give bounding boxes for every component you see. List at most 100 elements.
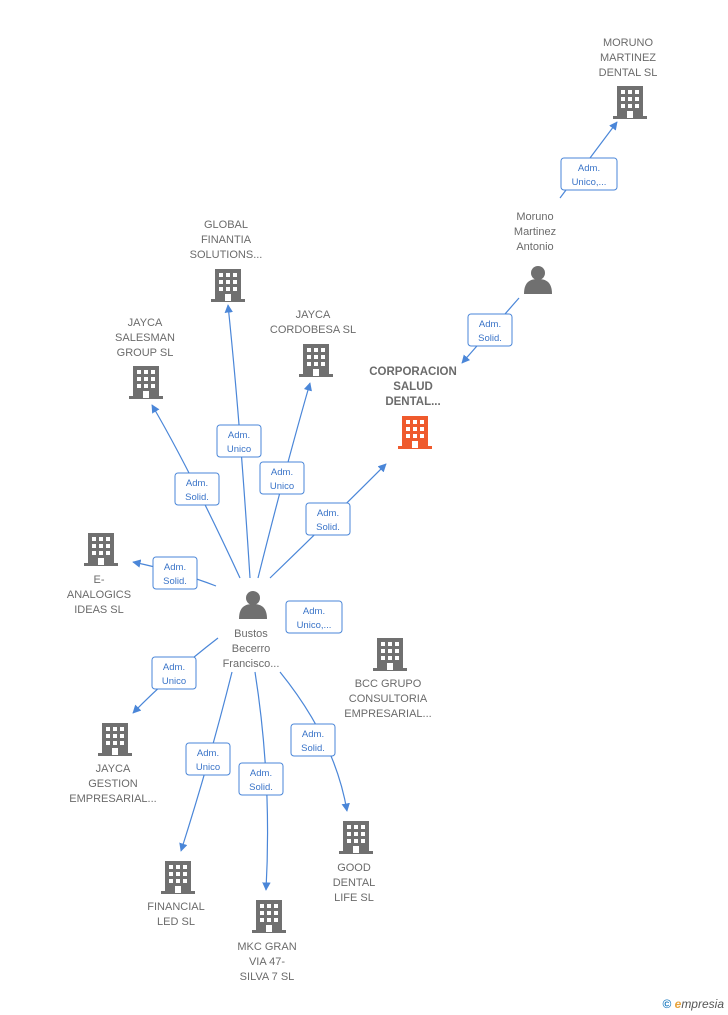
edge-role-box[interactable]: Adm. Unico,... — [285, 600, 343, 634]
edge-role-box[interactable]: Adm. Solid. — [290, 723, 336, 757]
edge-role-box[interactable]: Adm. Solid. — [152, 556, 198, 590]
edge-role-box[interactable]: Adm. Solid. — [238, 762, 284, 796]
node-jayca-gestion[interactable]: JAYCA GESTION EMPRESARIAL... — [69, 723, 157, 805]
node-label: Moruno — [516, 211, 553, 223]
edge-role-box[interactable]: Adm. Solid. — [467, 313, 513, 347]
node-label: GOOD — [337, 862, 371, 874]
edge-role-text: Adm. — [228, 430, 250, 441]
edge-role-text: Unico — [196, 762, 220, 773]
edge-role-text: Adm. — [250, 768, 272, 779]
node-global-finantia[interactable]: GLOBAL FINANTIA SOLUTIONS... — [190, 219, 263, 302]
brand-name: mpresia — [681, 997, 724, 1011]
edge-role-text: Solid. — [478, 333, 502, 344]
node-label: JAYCA — [128, 317, 163, 329]
edge-role-text: Unico,... — [572, 177, 607, 188]
edge-role-text: Adm. — [479, 319, 501, 330]
edge-role-text: Adm. — [197, 748, 219, 759]
edge-role-text: Adm. — [271, 467, 293, 478]
node-label: LIFE SL — [334, 892, 374, 904]
node-bustos[interactable]: BustosBecerroFrancisco... — [223, 591, 280, 670]
edge-role-box[interactable]: Adm. Unico — [185, 742, 231, 776]
node-label: DENTAL SL — [599, 67, 658, 79]
edge-labels-layer: Adm.Unico,...Adm.Solid.Adm.UnicoAdm.Soli… — [151, 157, 618, 796]
empresia-logo[interactable]: © empresia — [662, 997, 724, 1011]
node-label: EMPRESARIAL... — [69, 793, 156, 805]
building-icon — [613, 86, 647, 119]
building-icon — [299, 344, 333, 377]
node-moruno-dental[interactable]: MORUNO MARTINEZ DENTAL SL — [599, 37, 658, 119]
node-good-dental[interactable]: GOOD DENTAL LIFE SL — [333, 821, 376, 904]
node-label: Bustos — [234, 628, 268, 640]
node-label: MKC GRAN — [237, 941, 296, 953]
edge-role-box[interactable]: Adm. Unico — [259, 461, 305, 495]
node-label: GESTION — [88, 778, 138, 790]
edge-role-text: Solid. — [301, 743, 325, 754]
building-icon — [161, 861, 195, 894]
building-icon — [98, 723, 132, 756]
building-icon — [129, 366, 163, 399]
node-label: FINANCIAL — [147, 901, 204, 913]
node-label: ANALOGICS — [67, 589, 131, 601]
edge-role-text: Adm. — [164, 562, 186, 573]
node-label: Becerro — [232, 643, 271, 655]
node-label: GLOBAL — [204, 219, 248, 231]
node-label: CORPORACION — [369, 366, 457, 378]
node-label: SOLUTIONS... — [190, 249, 263, 261]
edge-role-text: Unico,... — [297, 620, 332, 631]
building-icon — [398, 416, 432, 449]
node-label: SILVA 7 SL — [240, 971, 295, 983]
node-label: EMPRESARIAL... — [344, 708, 431, 720]
edge-role-text: Unico — [162, 676, 186, 687]
node-label: BCC GRUPO — [355, 678, 422, 690]
edge-role-text: Adm. — [302, 729, 324, 740]
edge-role-text: Solid. — [249, 782, 273, 793]
node-mkc-gran-via[interactable]: MKC GRAN VIA 47- SILVA 7 SL — [237, 900, 297, 983]
edge-role-text: Adm. — [578, 163, 600, 174]
edge-role-box[interactable]: Adm.Solid. — [174, 472, 220, 506]
edge-role-text: Solid. — [185, 492, 209, 503]
brand-initial: e — [674, 997, 682, 1011]
node-label: CORDOBESA SL — [270, 324, 356, 336]
edge-role-text: Unico — [227, 444, 251, 455]
edge-role-text: Adm. — [303, 606, 325, 617]
edge-role-text: Unico — [270, 481, 294, 492]
node-label: MORUNO — [603, 37, 654, 49]
node-label: SALUD — [393, 381, 433, 393]
edge-role-text: Adm. — [163, 662, 185, 673]
building-icon — [211, 269, 245, 302]
building-icon — [252, 900, 286, 933]
edge-role-box[interactable]: Adm. Unico — [216, 424, 262, 458]
node-label: VIA 47- — [249, 956, 285, 968]
building-icon — [84, 533, 118, 566]
edge-role-text: Adm. — [317, 508, 339, 519]
person-icon — [239, 591, 267, 619]
copyright-icon: © — [662, 997, 672, 1011]
edge-role-text: Solid. — [316, 522, 340, 533]
node-label: JAYCA — [296, 309, 331, 321]
node-label: JAYCA — [96, 763, 131, 775]
node-label: Martinez — [514, 226, 556, 238]
node-label: DENTAL — [333, 877, 376, 889]
node-label: DENTAL... — [385, 396, 440, 408]
building-icon — [373, 638, 407, 671]
node-bcc-grupo[interactable]: BCC GRUPO CONSULTORIA EMPRESARIAL... — [344, 638, 432, 720]
node-label: CONSULTORIA — [349, 693, 428, 705]
node-label: IDEAS SL — [74, 604, 124, 616]
edge-role-box[interactable]: Adm. Unico,... — [560, 157, 618, 191]
node-label: FINANTIA — [201, 234, 252, 246]
edge-role-text: Solid. — [163, 576, 187, 587]
person-icon — [524, 266, 552, 294]
edge-role-box[interactable]: Adm. Unico — [151, 656, 197, 690]
node-jayca-cordobesa[interactable]: JAYCA CORDOBESA SL — [270, 309, 356, 377]
edge-role-box[interactable]: Adm. Solid. — [305, 502, 351, 536]
node-label: MARTINEZ — [600, 52, 656, 64]
building-icon — [339, 821, 373, 854]
node-corporacion[interactable]: CORPORACION SALUD DENTAL... — [369, 366, 457, 449]
node-label: GROUP SL — [117, 347, 174, 359]
